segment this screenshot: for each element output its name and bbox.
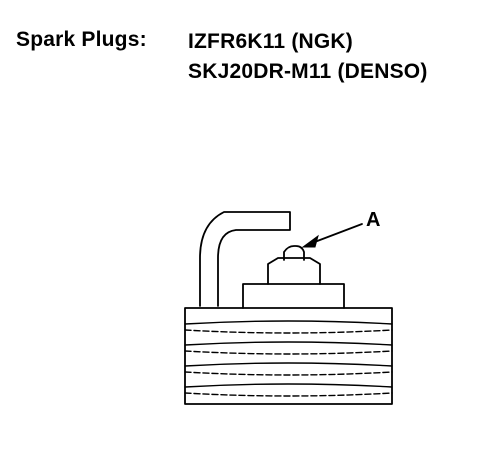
- spec-label: Spark Plugs:: [16, 28, 147, 51]
- thread-lines: [184, 320, 393, 397]
- center-electrode-tip: [283, 245, 305, 261]
- callout-leader: [311, 223, 363, 244]
- insulator-nose: [267, 257, 321, 285]
- spark-plug-denso: SKJ20DR-M11 (DENSO): [188, 60, 428, 83]
- spark-plug-list: IZFR6K11 (NGK) SKJ20DR-M11 (DENSO): [188, 28, 428, 87]
- callout-arrowhead: [301, 234, 319, 248]
- spark-plug-ngk: IZFR6K11 (NGK): [188, 30, 353, 53]
- ground-electrode: [199, 211, 291, 307]
- callout-label: A: [366, 209, 380, 231]
- shell-top: [242, 283, 345, 309]
